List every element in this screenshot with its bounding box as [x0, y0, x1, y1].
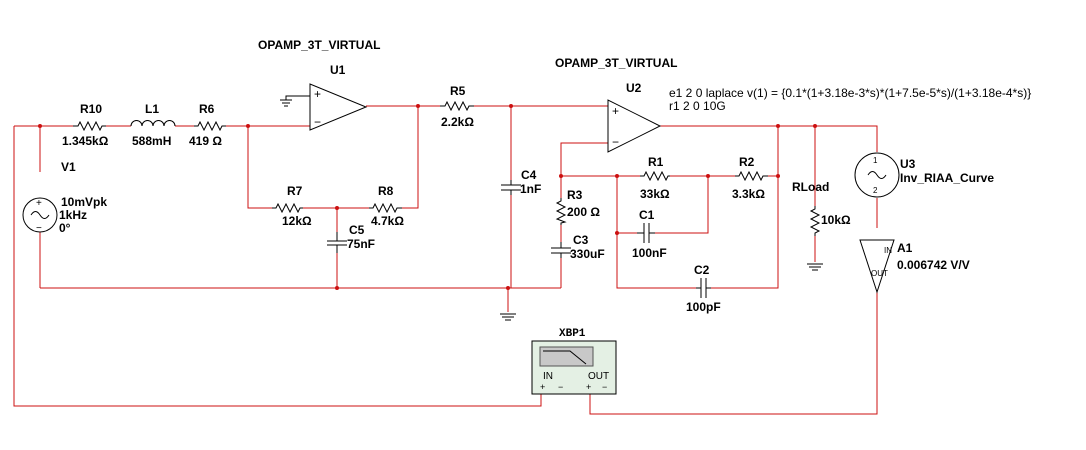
capacitor-c1[interactable]: C1 100nF: [632, 208, 667, 260]
svg-text:−: −: [36, 223, 42, 234]
ground-icon: [500, 313, 516, 321]
capacitor-c5[interactable]: C5 75nF: [327, 223, 375, 253]
r6-value: 419 Ω: [189, 134, 222, 148]
u2-plus: +: [612, 104, 619, 118]
capacitor-c4[interactable]: C4 1nF: [501, 168, 541, 196]
svg-text:−: −: [602, 382, 607, 392]
u1-ground-icon: [280, 99, 292, 107]
r5-value: 2.2kΩ: [441, 115, 474, 129]
v1-ref: V1: [61, 160, 76, 174]
c1-ref: C1: [639, 208, 655, 222]
inductor-l1[interactable]: L1 588mH: [130, 102, 176, 148]
resistor-r7[interactable]: R7 12kΩ: [272, 184, 312, 228]
c4-value: 1nF: [520, 182, 541, 196]
c3-ref: C3: [573, 233, 589, 247]
l1-value: 588mH: [132, 134, 171, 148]
capacitor-c2[interactable]: C2 100pF: [686, 263, 721, 314]
sine-wave-icon: [867, 171, 887, 179]
xbp1-in: IN: [543, 371, 553, 382]
resistor-r1[interactable]: R1 33kΩ: [640, 155, 670, 201]
u3-name: Inv_RIAA_Curve: [900, 171, 994, 185]
junction-dots: [38, 104, 817, 290]
a1-gain: 0.006742 V/V: [897, 258, 970, 272]
svg-text:2: 2: [873, 186, 878, 195]
u2-ref: U2: [626, 81, 642, 95]
r8-ref: R8: [378, 184, 394, 198]
resistor-r5[interactable]: R5 2.2kΩ: [440, 84, 474, 129]
u2-minus: −: [612, 135, 619, 149]
xbp1-out: OUT: [588, 371, 609, 382]
xbp1-ref: XBP1: [559, 328, 586, 340]
c5-value: 75nF: [347, 237, 375, 251]
bode-display: [539, 346, 594, 367]
opamp-u2[interactable]: + − OPAMP_3T_VIRTUAL U2 e1 2 0 laplace v…: [555, 56, 1031, 153]
r2-value: 3.3kΩ: [732, 187, 765, 201]
svg-text:OUT: OUT: [871, 269, 888, 278]
resistor-r10[interactable]: R10 1.345kΩ: [62, 102, 109, 148]
u3-ref: U3: [900, 157, 916, 171]
a1-ref: A1: [897, 241, 913, 255]
c3-value: 330uF: [570, 247, 605, 261]
r6-ref: R6: [199, 102, 215, 116]
resistor-rload[interactable]: RLoad 10kΩ: [792, 180, 851, 271]
v1-freq: 1kHz: [59, 208, 87, 222]
u1-type: OPAMP_3T_VIRTUAL: [258, 38, 380, 52]
v1-amp: 10mVpk: [61, 195, 107, 209]
rload-ground-icon: [807, 263, 823, 271]
bode-curve-icon: [543, 350, 587, 365]
u2-spice-line2: r1 2 0 10G: [669, 99, 726, 113]
u1-plus: +: [314, 87, 321, 101]
c1-value: 100nF: [632, 246, 667, 260]
u1-minus: −: [314, 115, 321, 129]
r3-value: 200 Ω: [567, 205, 600, 219]
svg-text:+: +: [36, 198, 42, 209]
c4-ref: C4: [521, 168, 537, 182]
svg-text:IN: IN: [884, 246, 892, 255]
u2-type: OPAMP_3T_VIRTUAL: [555, 56, 677, 70]
instrument-xbp1[interactable]: XBP1 IN OUT + − + −: [531, 328, 617, 395]
l1-ref: L1: [145, 102, 159, 116]
u1-ref: U1: [330, 63, 346, 77]
r7-value: 12kΩ: [282, 214, 312, 228]
r8-value: 4.7kΩ: [371, 214, 404, 228]
svg-text:1: 1: [873, 156, 878, 165]
svg-text:+: +: [540, 382, 545, 392]
r5-ref: R5: [450, 84, 466, 98]
u2-spice-line1: e1 2 0 laplace v(1) = {0.1*(1+3.18e-3*s)…: [669, 86, 1031, 100]
svg-text:+: +: [586, 382, 591, 392]
svg-text:−: −: [558, 382, 563, 392]
capacitor-c3[interactable]: C3 330uF: [551, 233, 605, 261]
amplifier-a1[interactable]: IN OUT A1 0.006742 V/V: [859, 239, 970, 294]
r10-value: 1.345kΩ: [62, 134, 109, 148]
source-u3[interactable]: 1 2 U3 Inv_RIAA_Curve: [854, 152, 994, 198]
rload-value: 10kΩ: [821, 213, 851, 227]
v1-phase: 0°: [59, 221, 71, 235]
r7-ref: R7: [287, 184, 303, 198]
rload-ref: RLoad: [792, 180, 829, 194]
c2-ref: C2: [694, 263, 710, 277]
r10-ref: R10: [80, 102, 102, 116]
sine-wave-icon: [30, 211, 50, 219]
resistor-r6[interactable]: R6 419 Ω: [189, 102, 226, 148]
c5-ref: C5: [349, 223, 365, 237]
resistor-r2[interactable]: R2 3.3kΩ: [732, 155, 768, 201]
resistor-r3[interactable]: R3 200 Ω: [555, 188, 600, 225]
r1-ref: R1: [648, 155, 664, 169]
r1-value: 33kΩ: [640, 187, 670, 201]
wires: [13, 105, 878, 415]
resistor-r8[interactable]: R8 4.7kΩ: [369, 184, 404, 228]
c2-value: 100pF: [686, 300, 721, 314]
source-v1[interactable]: + − V1 10mVpk 1kHz 0°: [22, 160, 107, 235]
r2-ref: R2: [739, 155, 755, 169]
r3-ref: R3: [567, 188, 583, 202]
opamp-u1[interactable]: + − OPAMP_3T_VIRTUAL U1: [258, 38, 380, 131]
